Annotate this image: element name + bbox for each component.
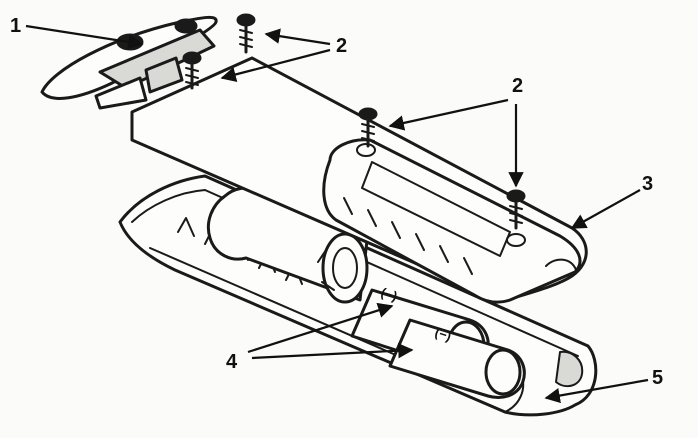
leader-2b-screw-left <box>388 98 509 131</box>
leader-3 <box>570 189 641 229</box>
screw-top <box>236 13 256 54</box>
screw-clip <box>182 51 202 90</box>
callout-4: 4 <box>226 351 238 373</box>
screw-display-right <box>506 189 526 230</box>
svg-text:(−): (−) <box>433 325 453 344</box>
leader-2a-screw-clip <box>220 48 331 82</box>
leader-5 <box>544 378 649 404</box>
callout-3: 3 <box>642 173 653 195</box>
battery-small-2: (−) <box>388 318 526 399</box>
leader-1 <box>25 24 144 50</box>
callout-2-top: 2 <box>336 35 347 57</box>
leader-4b <box>251 343 414 360</box>
leader-4a <box>247 302 394 354</box>
svg-text:(−): (−) <box>379 285 399 304</box>
upper-cover <box>130 56 588 304</box>
callout-2-right: 2 <box>512 75 523 97</box>
leader-lines <box>25 24 649 404</box>
leader-2a-screw-top <box>264 28 331 46</box>
callout-1: 1 <box>10 15 21 37</box>
callout-5: 5 <box>652 367 663 389</box>
screw-display-left <box>358 107 378 148</box>
